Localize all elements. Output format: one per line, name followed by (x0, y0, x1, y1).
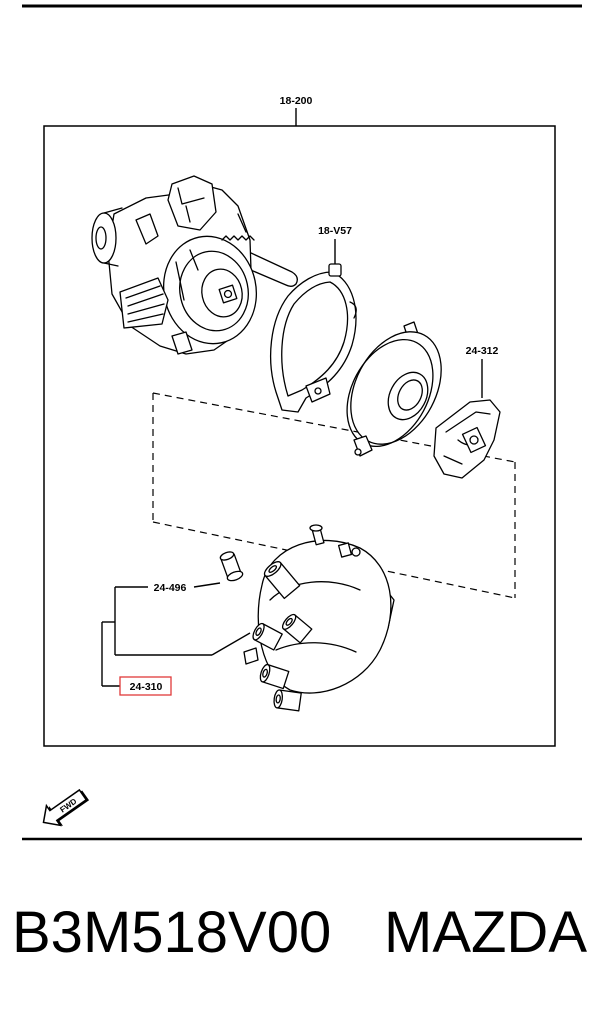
distributor-cap (243, 524, 395, 712)
locating-pin (219, 551, 244, 582)
callout-cap-label: 24-310 (130, 681, 163, 693)
callout-brackets (101, 582, 251, 687)
part-number: B3M518V00 (12, 900, 331, 965)
cover-shield (346, 321, 442, 457)
callout-pin-label: 24-496 (154, 582, 187, 594)
fwd-arrow-icon: FWD (42, 788, 90, 827)
brand-name: MAZDA (384, 900, 587, 965)
rotor (433, 399, 501, 479)
assembly-frame (43, 125, 556, 747)
distributor-housing (91, 175, 298, 355)
gasket (269, 263, 357, 413)
callout-assembly-label: 18-200 (280, 95, 313, 107)
callout-rotor-label: 24-312 (466, 345, 499, 357)
callout-gasket-label: 18-V57 (318, 225, 352, 237)
callout-cap-highlight (119, 676, 172, 696)
